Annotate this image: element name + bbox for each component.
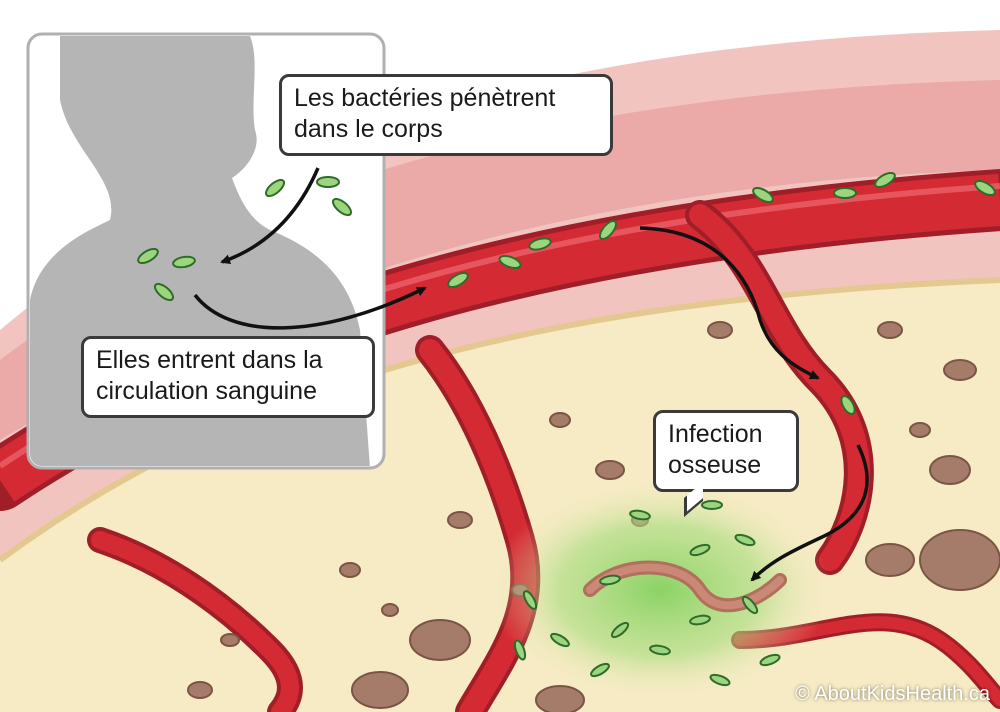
bacteria-icon bbox=[840, 394, 856, 416]
bacteria-icon bbox=[137, 248, 159, 264]
bacteria-icon bbox=[153, 282, 175, 302]
infection-zone bbox=[490, 480, 830, 700]
bacteria-icon bbox=[734, 533, 756, 547]
bone-infection-callout: Infection osseuse bbox=[653, 410, 799, 492]
bacteria-icon bbox=[701, 500, 723, 510]
bacteria-icon bbox=[172, 255, 196, 269]
bacteria-icon bbox=[689, 543, 711, 557]
entry-callout: Les bactéries pénètrent dans le corps bbox=[279, 74, 613, 156]
bacteria-icon bbox=[264, 178, 286, 198]
bacteria-icon bbox=[974, 180, 996, 196]
bone-label-line1: Infection bbox=[668, 420, 763, 448]
bacteria-icon bbox=[598, 219, 618, 241]
bacteria-icon bbox=[833, 187, 857, 199]
bacteria-icon bbox=[498, 254, 522, 270]
bacteria-icon bbox=[752, 187, 774, 203]
bacteria-cluster bbox=[447, 172, 996, 687]
bacteria-icon bbox=[649, 644, 671, 656]
bloodstream-label-line2: circulation sanguine bbox=[96, 377, 317, 405]
bacteria-icon bbox=[316, 176, 340, 188]
arrow-icon bbox=[220, 167, 320, 265]
bacteria-icon bbox=[528, 237, 552, 251]
entry-label-line2: dans le corps bbox=[294, 115, 443, 143]
bacteria-icon bbox=[599, 574, 621, 586]
bacteria-icon bbox=[874, 172, 896, 188]
bloodstream-callout: Elles entrent dans la circulation sangui… bbox=[81, 336, 375, 418]
bacteria-icon bbox=[522, 590, 538, 610]
bacteria-icon bbox=[689, 614, 711, 626]
arrow-icon bbox=[750, 444, 869, 582]
bacteria-icon bbox=[590, 662, 610, 678]
bacteria-icon bbox=[610, 621, 630, 639]
bacteria-icon bbox=[447, 272, 469, 288]
skin-band bbox=[0, 80, 1000, 440]
bacteria-icon bbox=[513, 639, 527, 661]
bacteria-icon bbox=[550, 632, 570, 648]
bacteria-icon bbox=[741, 595, 759, 615]
entry-label-line1: Les bactéries pénètrent bbox=[294, 84, 556, 112]
arrow-icon bbox=[639, 226, 820, 380]
bloodstream-label-line1: Elles entrent dans la bbox=[96, 346, 323, 374]
bacteria-icon bbox=[629, 509, 651, 521]
arrow-icon bbox=[193, 286, 427, 330]
bacteria-icon bbox=[709, 673, 731, 687]
bacteria-icon bbox=[759, 653, 781, 667]
bone-label-line2: osseuse bbox=[668, 451, 762, 479]
flow-arrows bbox=[193, 167, 869, 582]
copyright-credit: © AboutKidsHealth.ca bbox=[795, 683, 990, 705]
bone-edge bbox=[0, 277, 1000, 563]
bacteria-icon bbox=[331, 197, 353, 217]
